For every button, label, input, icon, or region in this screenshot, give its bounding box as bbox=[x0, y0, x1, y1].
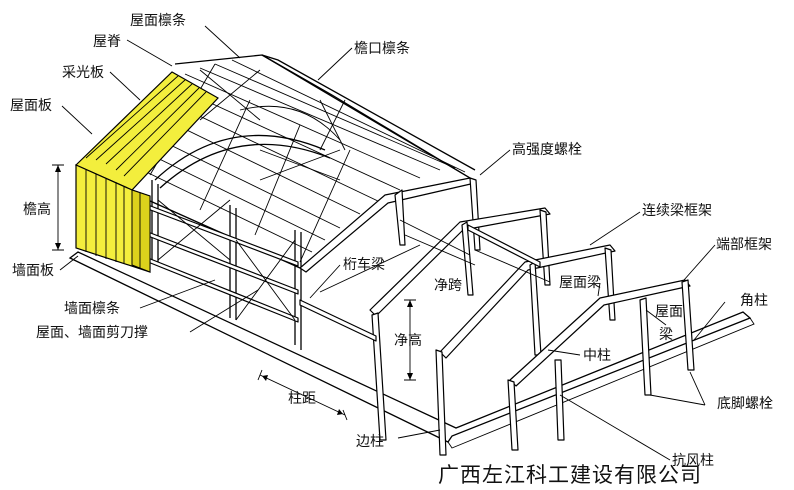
label-side-column: 边柱 bbox=[356, 434, 384, 450]
portal-frames bbox=[299, 177, 695, 456]
label-roof-purlin: 屋面檩条 bbox=[130, 12, 186, 29]
label-roof-beam-vertical-1: 屋面 bbox=[655, 304, 683, 320]
label-wind-column: 抗风柱 bbox=[672, 453, 714, 469]
company-name: 广西左江科工建设有限公司 bbox=[438, 463, 702, 487]
label-crane-beam: 桁车梁 bbox=[343, 256, 385, 273]
label-roof-beam: 屋面梁 bbox=[559, 275, 601, 291]
label-roof-panel: 屋面板 bbox=[10, 98, 52, 114]
label-end-frame: 端部框架 bbox=[716, 237, 772, 253]
label-skylight-panel: 采光板 bbox=[62, 65, 104, 81]
label-roof-beam-vertical-2: 梁 bbox=[659, 327, 673, 343]
roof-wireframe bbox=[129, 54, 476, 269]
labels: 屋面檩条 屋脊 檐口檩条 采光板 屋面板 高强度螺栓 檐高 连续梁框架 端部框架… bbox=[10, 12, 773, 487]
wall-and-roof-panels bbox=[74, 71, 219, 273]
label-ridge: 屋脊 bbox=[93, 34, 121, 50]
label-clear-height: 净高 bbox=[394, 332, 422, 349]
label-anchor-bolt: 底脚螺栓 bbox=[717, 396, 773, 412]
end-wall-frame bbox=[147, 180, 302, 350]
label-continuous-beam-frame: 连续梁框架 bbox=[642, 202, 712, 219]
label-middle-column: 中柱 bbox=[583, 348, 611, 364]
foundation-outline bbox=[68, 251, 755, 449]
label-corner-column: 角柱 bbox=[740, 293, 768, 309]
label-eave-purlin: 檐口檩条 bbox=[354, 40, 410, 57]
dimensions bbox=[52, 164, 421, 421]
leader-lines bbox=[59, 25, 726, 461]
label-roof-wall-bracing: 屋面、墙面剪刀撑 bbox=[36, 325, 148, 341]
label-wall-purlin: 墙面檩条 bbox=[64, 300, 120, 317]
label-clear-span: 净跨 bbox=[434, 278, 462, 294]
label-eave-height: 檐高 bbox=[23, 201, 51, 218]
label-column-spacing: 柱距 bbox=[288, 391, 316, 407]
label-high-strength-bolt: 高强度螺栓 bbox=[512, 141, 582, 158]
label-wall-panel: 墙面板 bbox=[12, 263, 54, 279]
